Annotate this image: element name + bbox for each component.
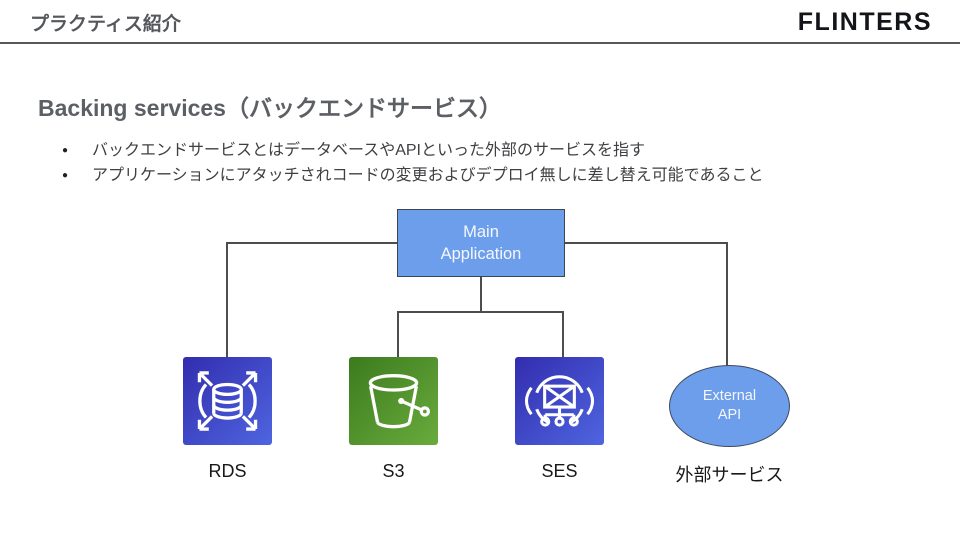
connector-branch-to-ses (562, 311, 564, 357)
bullet-dot: ● (62, 170, 69, 181)
bullet-item: ● アプリケーションにアタッチされコードの変更およびデプロイ無しに差し替え可能で… (62, 163, 764, 188)
aws-s3-icon (349, 357, 438, 445)
aws-ses-icon (515, 357, 604, 445)
external-api-label-line2: API (717, 407, 742, 423)
main-application-label-line2: Application (440, 245, 522, 263)
connector-main-to-external-v (726, 242, 728, 366)
bullet-text: バックエンドサービスとはデータベースやAPIといった外部のサービスを指す (92, 142, 645, 159)
label-rds: RDS (208, 461, 247, 481)
label-ses: SES (541, 461, 578, 481)
connector-branch-to-s3 (397, 311, 399, 357)
external-api-label-line1: External (702, 388, 757, 404)
page-title: Backing services（バックエンドサービス） (38, 95, 502, 122)
bullet-dot: ● (62, 145, 69, 156)
main-application-label-line1: Main (463, 223, 499, 241)
bullet-item: ● バックエンドサービスとはデータベースやAPIといった外部のサービスを指す (62, 138, 764, 163)
connector-main-to-external-h (565, 242, 727, 244)
connector-branch-bar (397, 311, 564, 313)
slide-section-title: プラクティス紹介 (30, 14, 181, 35)
connector-main-bottom-stem (480, 277, 482, 313)
label-s3: S3 (382, 461, 405, 481)
flinters-logo: FLINTERS (797, 8, 932, 36)
bullet-text: アプリケーションにアタッチされコードの変更およびデプロイ無しに差し替え可能である… (92, 167, 764, 184)
header-divider (0, 42, 960, 44)
external-api-node: External API (669, 365, 790, 447)
label-external-service: 外部サービス (675, 465, 784, 485)
aws-rds-icon (183, 357, 272, 445)
connector-main-to-rds-v (226, 242, 228, 357)
connector-main-to-rds-h (227, 242, 397, 244)
main-application-node: Main Application (397, 209, 565, 277)
bullet-list: ● バックエンドサービスとはデータベースやAPIといった外部のサービスを指す ●… (62, 138, 764, 188)
